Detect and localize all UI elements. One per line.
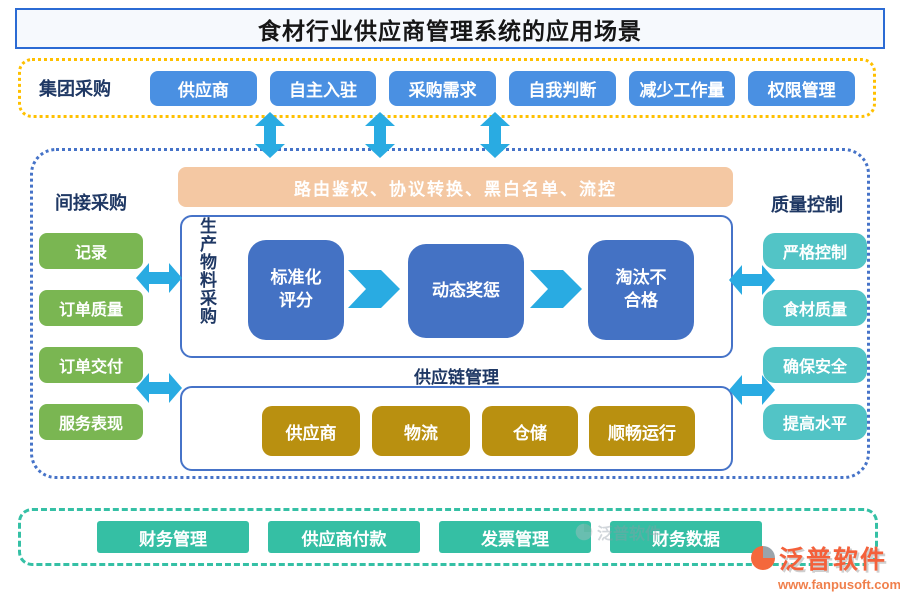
button-order-delivery[interactable]: 订单交付 [39, 347, 143, 383]
button-strict-control[interactable]: 严格控制 [763, 233, 867, 269]
button-food-quality[interactable]: 食材质量 [763, 290, 867, 326]
button-self-registration[interactable]: 自主入驻 [269, 70, 377, 106]
supply-chain-box: 供应商 物流 仓储 顺畅运行 [180, 386, 733, 471]
button-service-performance[interactable]: 服务表现 [39, 404, 143, 440]
button-order-quality[interactable]: 订单质量 [39, 290, 143, 326]
section-main-procurement: 路由鉴权、协议转换、黑白名单、流控 间接采购 质量控制 记录 订单质量 订单交付… [30, 148, 870, 479]
quality-control-label: 质量控制 [771, 195, 843, 215]
supply-chain-management-label: 供应链管理 [414, 368, 499, 387]
step-eliminate-unqualified[interactable]: 淘汰不合格 [588, 240, 694, 340]
button-reduce-workload[interactable]: 减少工作量 [628, 70, 736, 106]
step-dynamic-reward-punishment[interactable]: 动态奖惩 [408, 244, 524, 338]
step-standardized-scoring[interactable]: 标准化评分 [248, 240, 344, 340]
button-improve-level[interactable]: 提高水平 [763, 404, 867, 440]
group-purchasing-label: 集团采购 [39, 79, 111, 99]
double-arrow-horizontal-icon [729, 375, 775, 405]
double-arrow-vertical-icon [480, 112, 510, 158]
production-material-purchasing-box: 生产物料采购 标准化评分 动态奖惩 淘汰不合格 [180, 215, 733, 358]
fanpu-logo: 泛普软件 www.fanpusoft.com [750, 540, 900, 592]
button-finance-data[interactable]: 财务数据 [610, 521, 762, 553]
production-material-purchasing-label: 生产物料采购 [197, 217, 216, 325]
indirect-purchasing-label: 间接采购 [55, 193, 127, 213]
section-group-purchasing: 集团采购 供应商 自主入驻 采购需求 自我判断 减少工作量 权限管理 [18, 58, 876, 118]
button-self-judgement[interactable]: 自我判断 [509, 70, 616, 106]
fanpu-logo-icon [751, 546, 775, 570]
double-arrow-horizontal-icon [729, 265, 775, 295]
arrow-right-icon [348, 270, 400, 308]
logo-name: 泛普软件 [779, 546, 888, 574]
button-purchase-demand[interactable]: 采购需求 [389, 70, 497, 106]
button-logistics[interactable]: 物流 [372, 406, 470, 456]
double-arrow-vertical-icon [255, 112, 285, 158]
button-warehousing[interactable]: 仓储 [482, 406, 578, 456]
button-finance-management[interactable]: 财务管理 [97, 521, 249, 553]
button-record[interactable]: 记录 [39, 233, 143, 269]
button-smooth-operation[interactable]: 顺畅运行 [589, 406, 695, 456]
double-arrow-horizontal-icon [136, 373, 182, 403]
button-permission-management[interactable]: 权限管理 [748, 70, 856, 106]
page-title: 食材行业供应商管理系统的应用场景 [15, 8, 885, 49]
button-supplier-supply-chain[interactable]: 供应商 [262, 406, 360, 456]
button-ensure-safety[interactable]: 确保安全 [763, 347, 867, 383]
logo-url: www.fanpusoft.com [778, 577, 900, 592]
section-finance: 财务管理 供应商付款 发票管理 财务数据 [18, 508, 878, 566]
double-arrow-horizontal-icon [136, 263, 182, 293]
button-invoice-management[interactable]: 发票管理 [439, 521, 591, 553]
button-supplier-payment[interactable]: 供应商付款 [268, 521, 420, 553]
double-arrow-vertical-icon [365, 112, 395, 158]
gateway-bar: 路由鉴权、协议转换、黑白名单、流控 [178, 167, 733, 207]
button-supplier[interactable]: 供应商 [150, 70, 257, 106]
arrow-right-icon [530, 270, 582, 308]
